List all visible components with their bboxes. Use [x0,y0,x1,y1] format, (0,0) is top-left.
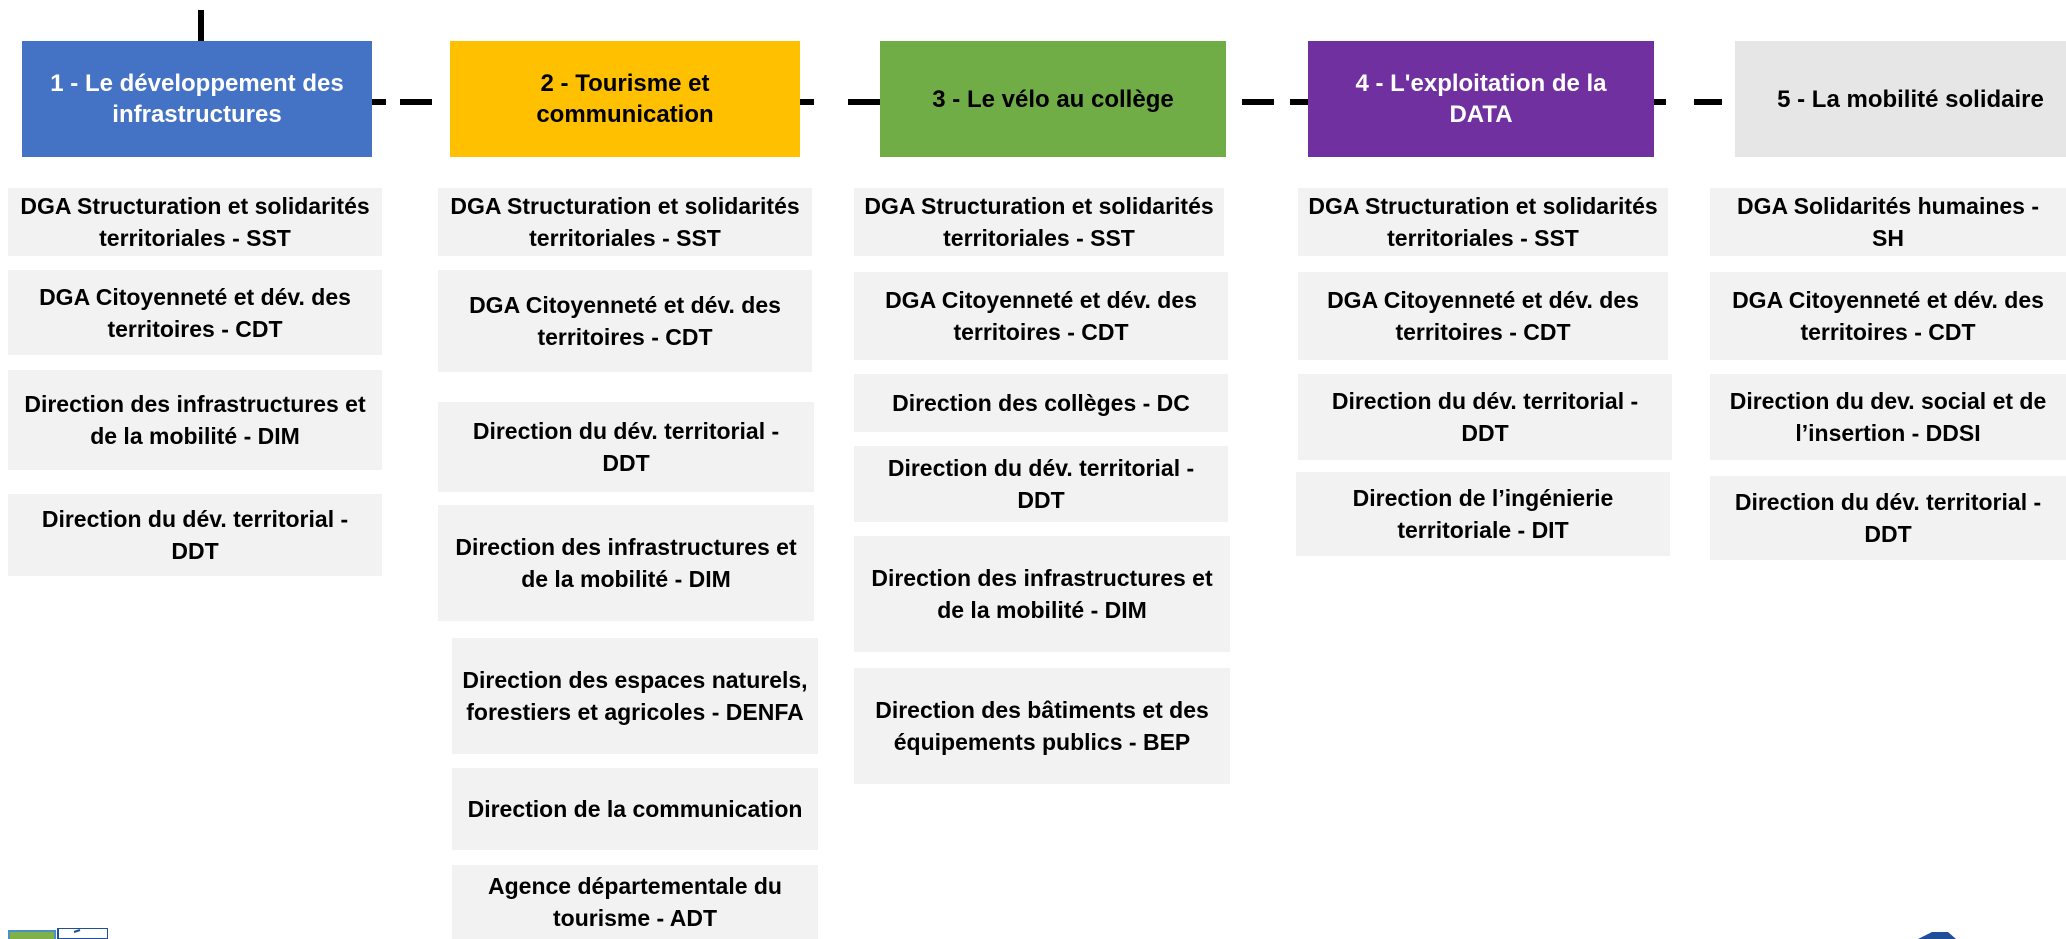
entity-label: Direction de la communication [467,796,803,822]
connector-dash [1694,99,1722,105]
connector-dash [1290,99,1308,105]
entity-label: DGA Citoyenneté et dév. des territoires … [469,292,781,350]
entity-box: Direction des infrastructures et de la m… [854,536,1230,652]
entity-box: DGA Citoyenneté et dév. des territoires … [1710,272,2066,360]
connector-dash [400,99,432,105]
axis-header-1: 1 - Le développement des infrastructures [22,41,372,157]
entity-box: Agence départementale du tourisme - ADT [452,865,818,939]
entity-label: Direction du dev. social et de l’inserti… [1729,388,2047,446]
entity-box: Direction du dév. territorial - DDT [1298,374,1672,460]
entity-box: DGA Structuration et solidarités territo… [1298,188,1668,256]
entity-box: Direction des infrastructures et de la m… [8,370,382,470]
entity-box: DGA Structuration et solidarités territo… [8,188,382,256]
entity-box: Direction des espaces naturels, forestie… [452,638,818,754]
entity-label: Direction des collèges - DC [892,390,1190,416]
connector-dash [1654,99,1666,105]
connector-dash [372,99,386,105]
axis-header-4: 4 - L'exploitation de la DATA [1308,41,1654,157]
entity-label: Direction du dév. territorial - DDT [41,506,349,564]
axis-header-3: 3 - Le vélo au collège [880,41,1226,157]
entity-box: DGA Citoyenneté et dév. des territoires … [1298,272,1668,360]
entity-label: Direction du dév. territorial - DDT [1331,388,1639,446]
entity-box: Direction de l’ingénierie territoriale -… [1296,472,1670,556]
axis-header-2: 2 - Tourisme et communication [450,41,800,157]
entity-box: Direction du dév. territorial - DDT [438,402,814,492]
entity-box: Direction du dév. territorial - DDT [1710,476,2066,560]
axis-title: 3 - Le vélo au collège [932,85,1174,113]
entity-label: DGA Structuration et solidarités territo… [450,193,800,251]
entity-label: Direction du dév. territorial - DDT [472,418,780,476]
entity-label: DGA Structuration et solidarités territo… [20,193,370,251]
entity-box: Direction du dév. territorial - DDT [854,446,1228,522]
entity-box: DGA Citoyenneté et dév. des territoires … [8,270,382,355]
entity-label: Direction des infrastructures et de la m… [24,391,366,449]
entity-box: DGA Structuration et solidarités territo… [854,188,1224,256]
entity-box: DGA Structuration et solidarités territo… [438,188,812,256]
entity-box: DGA Citoyenneté et dév. des territoires … [438,270,812,372]
entity-label: Direction des infrastructures et de la m… [455,534,797,592]
entity-label: DGA Citoyenneté et dév. des territoires … [1732,287,2044,345]
entity-box: Direction de la communication [452,768,818,850]
connector-dash [848,99,880,105]
entity-label: Direction des bâtiments et des équipemen… [875,697,1209,755]
entity-label: Direction des espaces naturels, forestie… [462,667,808,725]
entity-label: DGA Citoyenneté et dév. des territoires … [1327,287,1639,345]
axis-title: 5 - La mobilité solidaire [1777,85,2044,113]
axis-title: 4 - L'exploitation de la DATA [1355,70,1607,128]
entity-label: Direction de l’ingénierie territoriale -… [1352,485,1614,543]
connector-dash [1242,99,1274,105]
entity-box: Direction des infrastructures et de la m… [438,505,814,621]
entity-label: Agence départementale du tourisme - ADT [488,873,782,931]
entity-box: Direction du dév. territorial - DDT [8,494,382,576]
entity-box: Direction des bâtiments et des équipemen… [854,668,1230,784]
entity-box: DGA Solidarités humaines - SH [1710,188,2066,256]
logo-icon [1918,932,1956,939]
entity-label: Direction des infrastructures et de la m… [871,565,1213,623]
entity-box: Direction du dev. social et de l’inserti… [1710,374,2066,460]
entity-label: Direction du dév. territorial - DDT [887,455,1195,513]
connector-vertical-line [198,10,204,41]
entity-label: DGA Citoyenneté et dév. des territoires … [39,283,351,342]
axis-header-5: 5 - La mobilité solidaire [1735,41,2066,157]
axis-title: 2 - Tourisme et communication [536,70,714,128]
entity-label: DGA Citoyenneté et dév. des territoires … [885,287,1197,345]
axis-title: 1 - Le développement des infrastructures [50,70,344,128]
entity-box: Direction des collèges - DC [854,374,1228,432]
logo-icon [8,928,108,939]
entity-label: DGA Solidarités humaines - SH [1736,193,2040,251]
entity-label: DGA Structuration et solidarités territo… [1308,193,1658,251]
entity-box: DGA Citoyenneté et dév. des territoires … [854,272,1228,360]
entity-label: Direction du dév. territorial - DDT [1734,489,2042,547]
entity-label: DGA Structuration et solidarités territo… [864,193,1214,251]
connector-dash [800,99,814,105]
